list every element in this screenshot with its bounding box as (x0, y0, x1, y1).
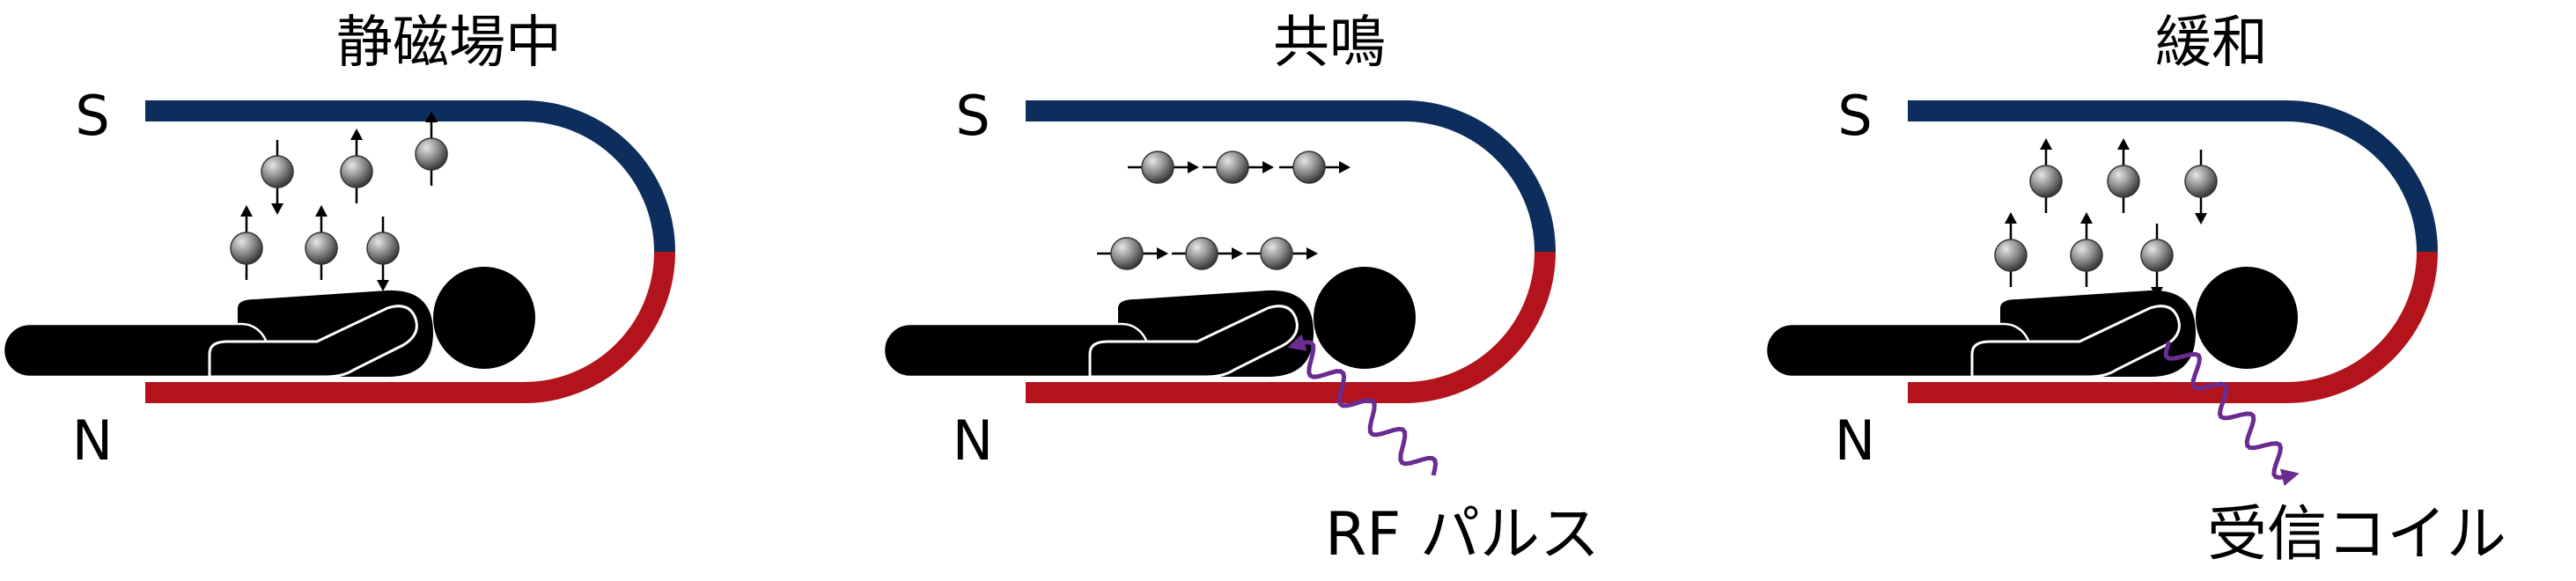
spin-arrow (2117, 138, 2130, 150)
spin (1994, 212, 2028, 287)
spin-ball (230, 232, 263, 265)
spin-group (230, 111, 448, 291)
spin-ball (1260, 237, 1293, 270)
patient-arm (1088, 305, 1299, 379)
patient-head (1314, 267, 1416, 369)
receive-coil-label: 受信コイル (2207, 500, 2506, 570)
spin-arrow (1232, 247, 1243, 260)
magnet-n-pole (1908, 251, 2438, 403)
patient-head (2196, 267, 2298, 369)
spin-ball (1292, 151, 1326, 184)
panel-relaxation: 緩和 S N 受信コイル (1764, 11, 2506, 570)
spin-ball (1185, 237, 1218, 270)
spin-ball (2070, 239, 2103, 272)
spin-ball (1216, 151, 1249, 184)
spin-arrow (1157, 247, 1168, 260)
spin-arrow (1306, 247, 1318, 260)
patient (882, 267, 1416, 379)
spin-arrow (2005, 212, 2017, 224)
rf-pulse-label: RF パルス (1325, 500, 1600, 570)
spin-arrow (1339, 161, 1351, 173)
signal-wave (1287, 334, 1439, 476)
spin (1279, 151, 1351, 184)
pole-label-bottom: N (1835, 408, 1875, 473)
magnet-s-pole (1026, 100, 1556, 253)
spin-ball (305, 232, 338, 265)
spin (261, 140, 294, 215)
spin-arrow (2080, 212, 2093, 224)
spin (1128, 151, 1199, 184)
spin (2107, 138, 2140, 213)
spin (2029, 138, 2063, 213)
spin (366, 217, 400, 291)
spin-arrow (1262, 161, 1274, 173)
spin (230, 205, 263, 280)
spin-arrow (315, 205, 328, 217)
spin-arrow (350, 129, 363, 140)
spin-group (1994, 138, 2218, 298)
patient-arm (208, 305, 418, 379)
spin-ball (2140, 239, 2174, 272)
spin-arrow (2040, 138, 2052, 150)
spin-ball (2184, 165, 2218, 198)
spin (1247, 237, 1318, 270)
spin-ball (1994, 239, 2028, 272)
patient (1764, 267, 2298, 379)
spin (2140, 224, 2174, 298)
spin-ball (261, 155, 294, 188)
spin-arrow (271, 203, 283, 215)
spin-ball (1141, 151, 1174, 184)
spin (305, 205, 338, 280)
magnet-n-pole (1026, 251, 1556, 403)
spin-arrow (425, 111, 438, 122)
spin-arrow (1188, 161, 1199, 173)
patient-arm (1970, 305, 2181, 379)
spin (1172, 237, 1243, 270)
panel-title: 静磁場中 (336, 11, 562, 76)
panel-static-field: 静磁場中 S N (2, 11, 675, 473)
pole-label-top: S (75, 84, 109, 148)
spin-ball (415, 137, 448, 171)
spin-ball (340, 155, 373, 188)
spin (2070, 212, 2103, 287)
magnet-s-pole (145, 100, 675, 253)
magnet-n-pole (145, 251, 675, 403)
emitted-wave (2163, 341, 2300, 487)
spin (340, 129, 373, 203)
spin-arrow (377, 280, 389, 291)
panel-title: 共鳴 (1273, 11, 1386, 76)
magnet (1908, 100, 2438, 403)
spin-ball (366, 232, 400, 265)
spin (415, 111, 448, 186)
panel-resonance: 共鳴 S N RF パルス (882, 11, 1600, 570)
spin-ball (1110, 237, 1144, 270)
spin-ball (2029, 165, 2063, 198)
spin-ball (2107, 165, 2140, 198)
spin (2184, 150, 2218, 224)
rf-wave (1287, 334, 1439, 476)
signal-wave (2163, 341, 2300, 487)
spin-arrow (2195, 213, 2207, 224)
pole-label-bottom: N (72, 408, 113, 473)
pole-label-bottom: N (953, 408, 993, 473)
patient-head (433, 267, 535, 369)
panel-title: 緩和 (2155, 11, 2268, 76)
patient (2, 267, 535, 379)
pole-label-top: S (955, 84, 990, 148)
magnet (145, 100, 675, 403)
spin (1097, 237, 1168, 270)
spin-arrow (240, 205, 253, 217)
pole-label-top: S (1837, 84, 1872, 148)
magnet (1026, 100, 1556, 403)
magnet-s-pole (1908, 100, 2438, 253)
spin-group (1097, 151, 1351, 270)
spin (1203, 151, 1274, 184)
